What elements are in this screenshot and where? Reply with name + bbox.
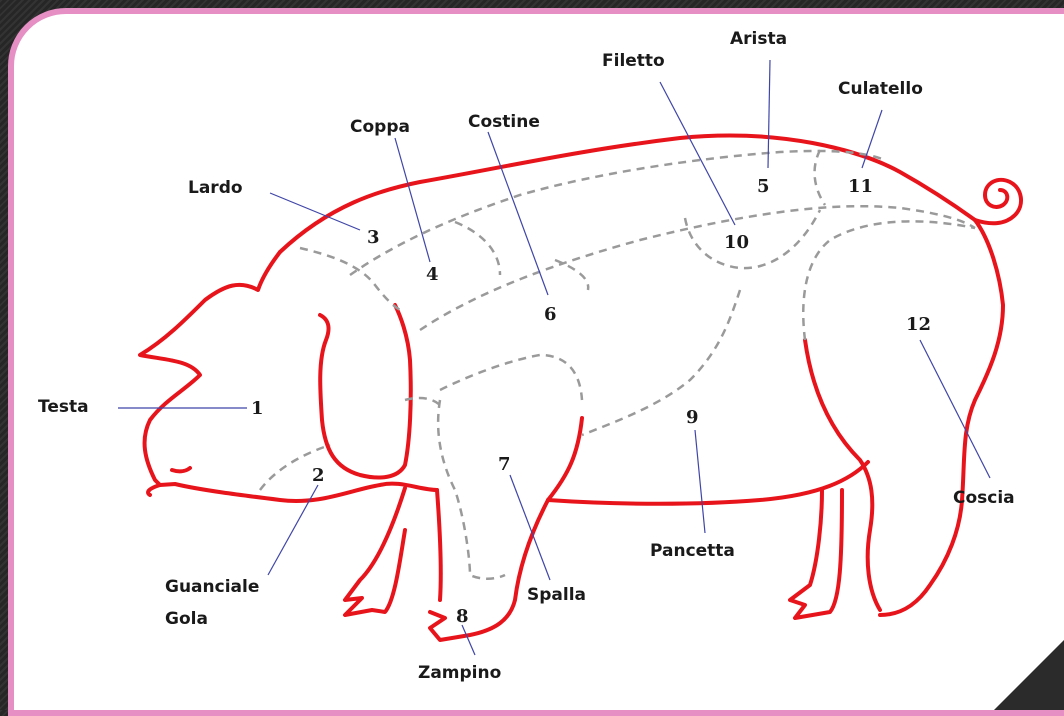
leader-lines <box>118 60 990 655</box>
number-10: 10 <box>724 232 749 253</box>
label-guanciale: Guanciale <box>165 577 259 597</box>
number-9: 9 <box>686 407 699 428</box>
label-culatello: Culatello <box>838 79 923 99</box>
number-2: 2 <box>312 465 325 486</box>
number-1: 1 <box>251 398 264 419</box>
number-3: 3 <box>367 227 380 248</box>
leader-filetto <box>660 82 735 225</box>
number-5: 5 <box>757 176 770 197</box>
label-testa: Testa <box>38 397 89 417</box>
pig-hind-foot-outline <box>790 490 842 618</box>
leader-9 <box>695 430 705 533</box>
pig-front-leg-outline <box>345 488 405 615</box>
pig-head-outline <box>140 252 437 501</box>
number-7: 7 <box>498 454 511 475</box>
cut-line-coppa <box>455 222 500 275</box>
number-8: 8 <box>456 606 469 627</box>
cut-lines <box>260 150 975 579</box>
label-spalla: Spalla <box>527 585 586 605</box>
cut-line-back-lower <box>420 206 975 330</box>
leader-8 <box>462 625 475 655</box>
label-pancetta: Pancetta <box>650 541 735 561</box>
pig-fore-foot-outline <box>437 490 441 600</box>
cut-line-pancetta <box>582 290 740 435</box>
cut-line-spalla-leg <box>438 400 505 579</box>
leader-7 <box>510 475 550 580</box>
label-coppa: Coppa <box>350 117 410 137</box>
leader-12 <box>920 340 990 478</box>
cut-line-filetto <box>685 210 820 268</box>
label-filetto: Filetto <box>602 51 665 71</box>
label-coscia: Coscia <box>953 488 1015 508</box>
pig-outline <box>140 136 1021 640</box>
label-gola: Gola <box>165 609 208 629</box>
number-4: 4 <box>426 264 439 285</box>
pig-front-legs-outline <box>430 418 582 640</box>
label-costine: Costine <box>468 112 540 132</box>
cut-line-neck <box>300 248 400 310</box>
pig-tail-outline <box>975 180 1021 223</box>
label-zampino: Zampino <box>418 663 501 683</box>
number-12: 12 <box>906 314 931 335</box>
pig-ear-outline <box>320 305 411 478</box>
cut-line-arista <box>815 150 825 205</box>
pig-back-leg-outline <box>805 340 880 610</box>
label-lardo: Lardo <box>188 178 243 198</box>
label-arista: Arista <box>730 29 787 49</box>
cut-line-spalla <box>440 355 582 400</box>
number-11: 11 <box>848 176 873 197</box>
cut-line-coscia <box>803 221 975 340</box>
cut-line-back-upper <box>350 151 885 275</box>
leader-costine <box>488 132 548 295</box>
number-6: 6 <box>544 304 557 325</box>
